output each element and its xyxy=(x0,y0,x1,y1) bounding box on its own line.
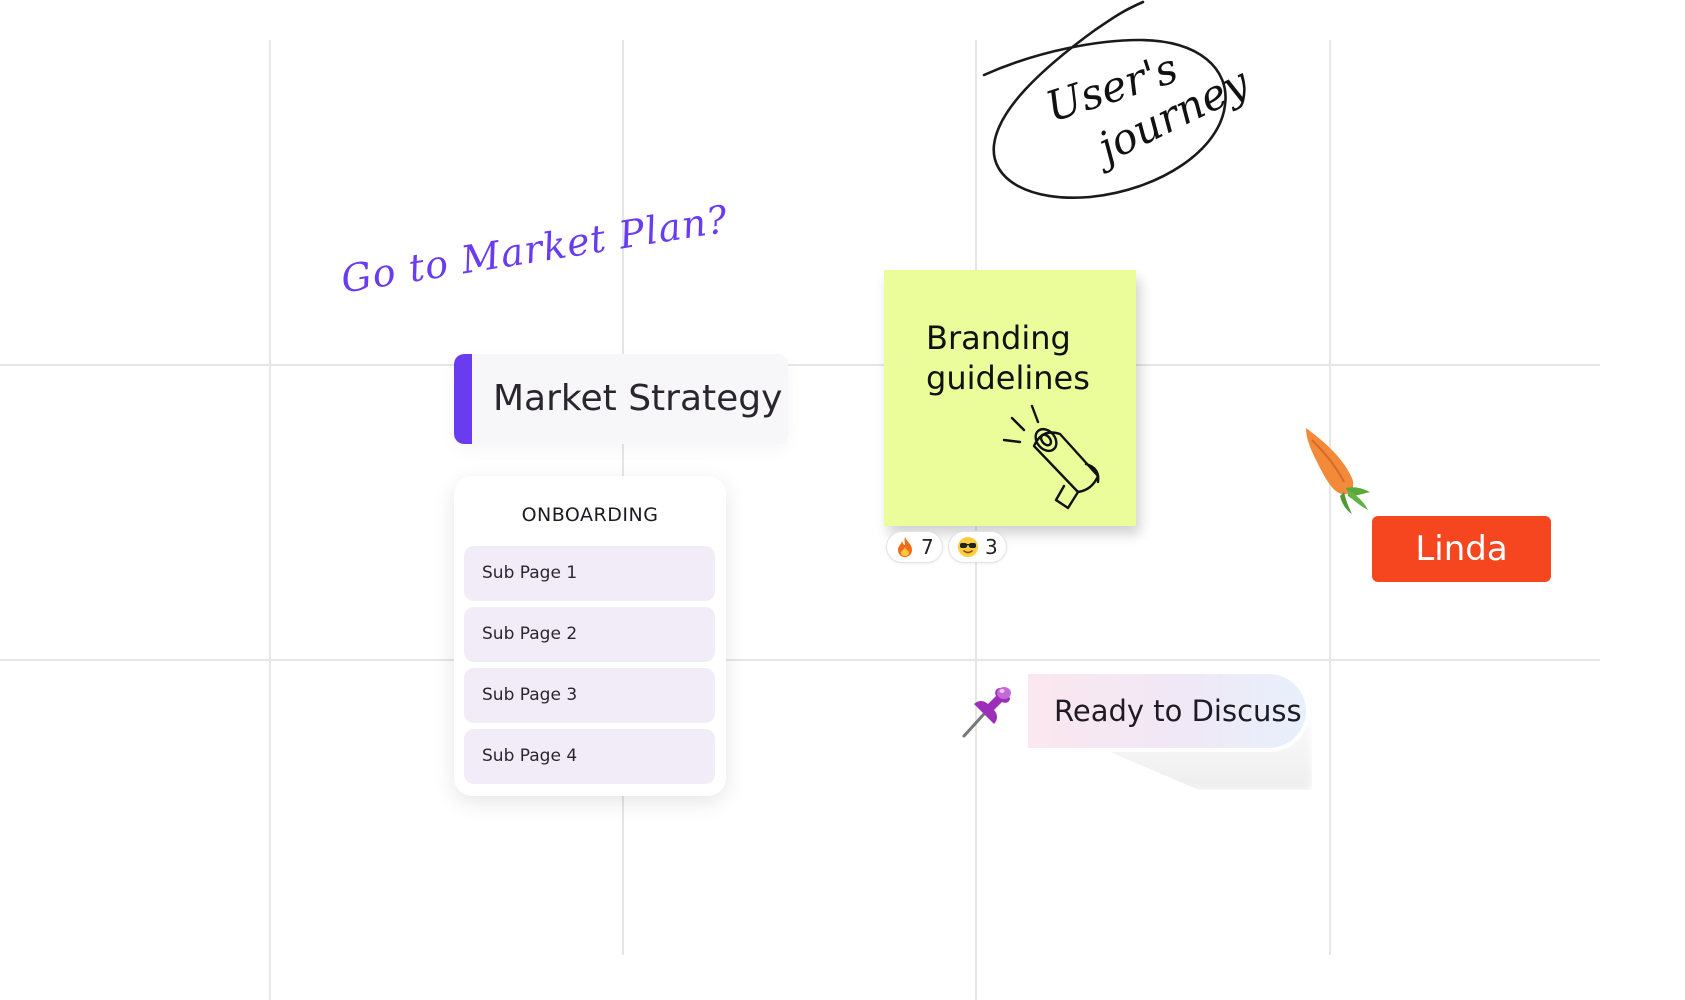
status-tag-label: Ready to Discuss xyxy=(1054,694,1302,728)
sub-page-item[interactable]: Sub Page 3 xyxy=(464,668,715,723)
carrot-icon xyxy=(1306,428,1370,514)
reaction-count: 3 xyxy=(985,535,998,559)
fire-icon xyxy=(895,536,915,558)
ready-to-discuss-tag[interactable]: Ready to Discuss xyxy=(1028,674,1306,748)
reaction-chip-sunglasses[interactable]: 3 xyxy=(948,531,1007,563)
collaborator-cursor-label: Linda xyxy=(1372,516,1551,582)
sunglasses-face-icon xyxy=(957,536,979,558)
strategy-accent-bar xyxy=(454,354,472,444)
onboarding-title: ONBOARDING xyxy=(521,504,659,526)
sub-page-item[interactable]: Sub Page 2 xyxy=(464,607,715,662)
onboarding-list-card[interactable]: ONBOARDING Sub Page 1 Sub Page 2 Sub Pag… xyxy=(454,476,726,796)
sticky-note-title: Branding guidelines xyxy=(926,319,1090,397)
sub-page-item[interactable]: Sub Page 1 xyxy=(464,546,715,601)
pushpin-icon xyxy=(962,687,1011,738)
reaction-chip-fire[interactable]: 7 xyxy=(886,531,943,563)
reaction-count: 7 xyxy=(921,535,934,559)
sticky-note[interactable]: Branding guidelines xyxy=(884,270,1136,526)
megaphone-icon xyxy=(1002,404,1100,510)
strategy-title: Market Strategy xyxy=(493,378,783,419)
sub-page-item[interactable]: Sub Page 4 xyxy=(464,729,715,784)
market-strategy-card[interactable]: Market Strategy xyxy=(454,354,788,444)
journey-circle-doodle xyxy=(982,0,1227,199)
